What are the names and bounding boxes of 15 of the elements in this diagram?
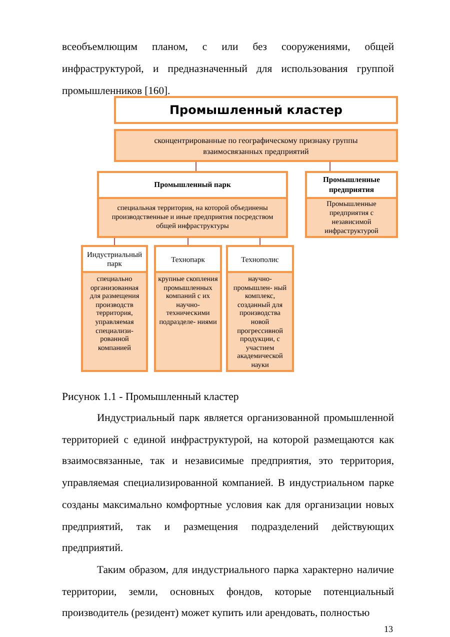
body-paragraph: всеобъемлющим планом, с или без сооружениями, общей инфраструктурой, и предназначенный для использования группой промышленников [160].: [62, 41, 394, 99]
category-box: [154, 245, 222, 372]
category-box: [305, 171, 398, 238]
box-title: Промышленный кластер: [169, 102, 343, 119]
body-paragraph: Таким образом, для индустриального парка характерно наличие территории, земли, основных фондов, которые потенциальный производитель (резидент) может купить или арендовать, полностью: [62, 564, 394, 622]
title-box: [114, 96, 398, 124]
definition-box: [114, 129, 398, 162]
category-box: [97, 171, 288, 238]
box-text: сконцентрированные по географическому признаку группы взаимосвязанных предприятий: [153, 134, 359, 156]
body-paragraph: Индустриальный парк является организованной промышленной территорией с единой инфраструктурой, на которой размещаются как взаимосвязанные, так и независимые предприятия, это территория, управляемая специализированной компанией. В индустриальном парке созданы максимально комфортные условия как для организации новых предприятий, так и размещения подразделений действующих предприятий.: [62, 412, 394, 556]
category-box: [81, 245, 148, 372]
connector-line: [114, 238, 115, 246]
page-number: 13: [384, 623, 393, 636]
category-box: [226, 245, 294, 372]
figure-caption: Рисунок 1.1 - Промышленный кластер: [62, 390, 239, 405]
